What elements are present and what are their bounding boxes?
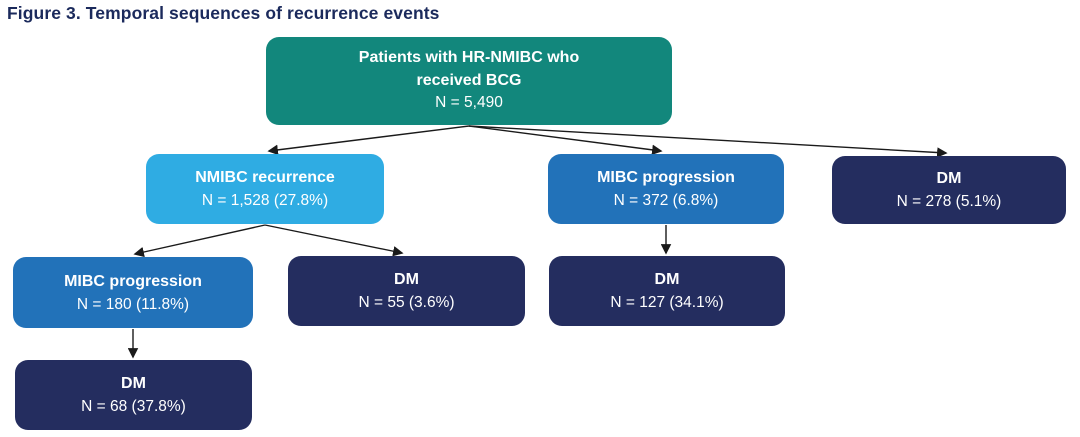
figure-title: Figure 3. Temporal sequences of recurren…	[7, 3, 440, 23]
node-count: N = 278 (5.1%)	[896, 193, 1002, 210]
node-count: N = 68 (37.8%)	[81, 398, 186, 415]
arrow-root-to-nmibc-recurrence	[267, 125, 470, 156]
node-label: DM	[936, 170, 962, 187]
node-count: N = 127 (34.1%)	[610, 294, 724, 311]
node-mibc-progression-from-recurrence: MIBC progression N = 180 (11.8%)	[13, 257, 253, 328]
node-mibc-progression-from-root: MIBC progression N = 372 (6.8%)	[548, 154, 784, 224]
node-label: MIBC progression	[597, 169, 735, 186]
node-patients-hr-nmibc-bcg: Patients with HR-NMIBC who received BCG …	[266, 37, 672, 125]
node-label: DM	[394, 271, 419, 288]
node-dm-from-recurrence-progression: DM N = 68 (37.8%)	[15, 360, 252, 430]
node-count: N = 55 (3.6%)	[358, 294, 455, 311]
node-count: N = 5,490	[435, 94, 503, 112]
node-dm-from-root: DM N = 278 (5.1%)	[832, 156, 1066, 224]
node-dm-from-recurrence: DM N = 55 (3.6%)	[288, 256, 525, 326]
node-label: received BCG	[416, 71, 522, 89]
node-dm-from-mibc-progression: DM N = 127 (34.1%)	[549, 256, 785, 326]
node-label: MIBC progression	[64, 272, 202, 290]
node-count: N = 372 (6.8%)	[613, 192, 719, 209]
node-label: DM	[121, 375, 146, 392]
node-label: DM	[654, 271, 680, 288]
node-label: NMIBC recurrence	[195, 169, 335, 186]
node-nmibc-recurrence: NMIBC recurrence N = 1,528 (27.8%)	[146, 154, 384, 224]
arrow-nmibc-to-mibc-progression	[133, 224, 266, 258]
arrow-root-to-mibc-progression	[468, 125, 663, 156]
arrow-root-to-dm	[468, 125, 948, 158]
arrow-nmibc-to-dm	[264, 224, 404, 257]
node-label: Patients with HR-NMIBC who	[358, 49, 580, 67]
node-count: N = 1,528 (27.8%)	[201, 192, 329, 209]
node-count: N = 180 (11.8%)	[76, 295, 190, 313]
